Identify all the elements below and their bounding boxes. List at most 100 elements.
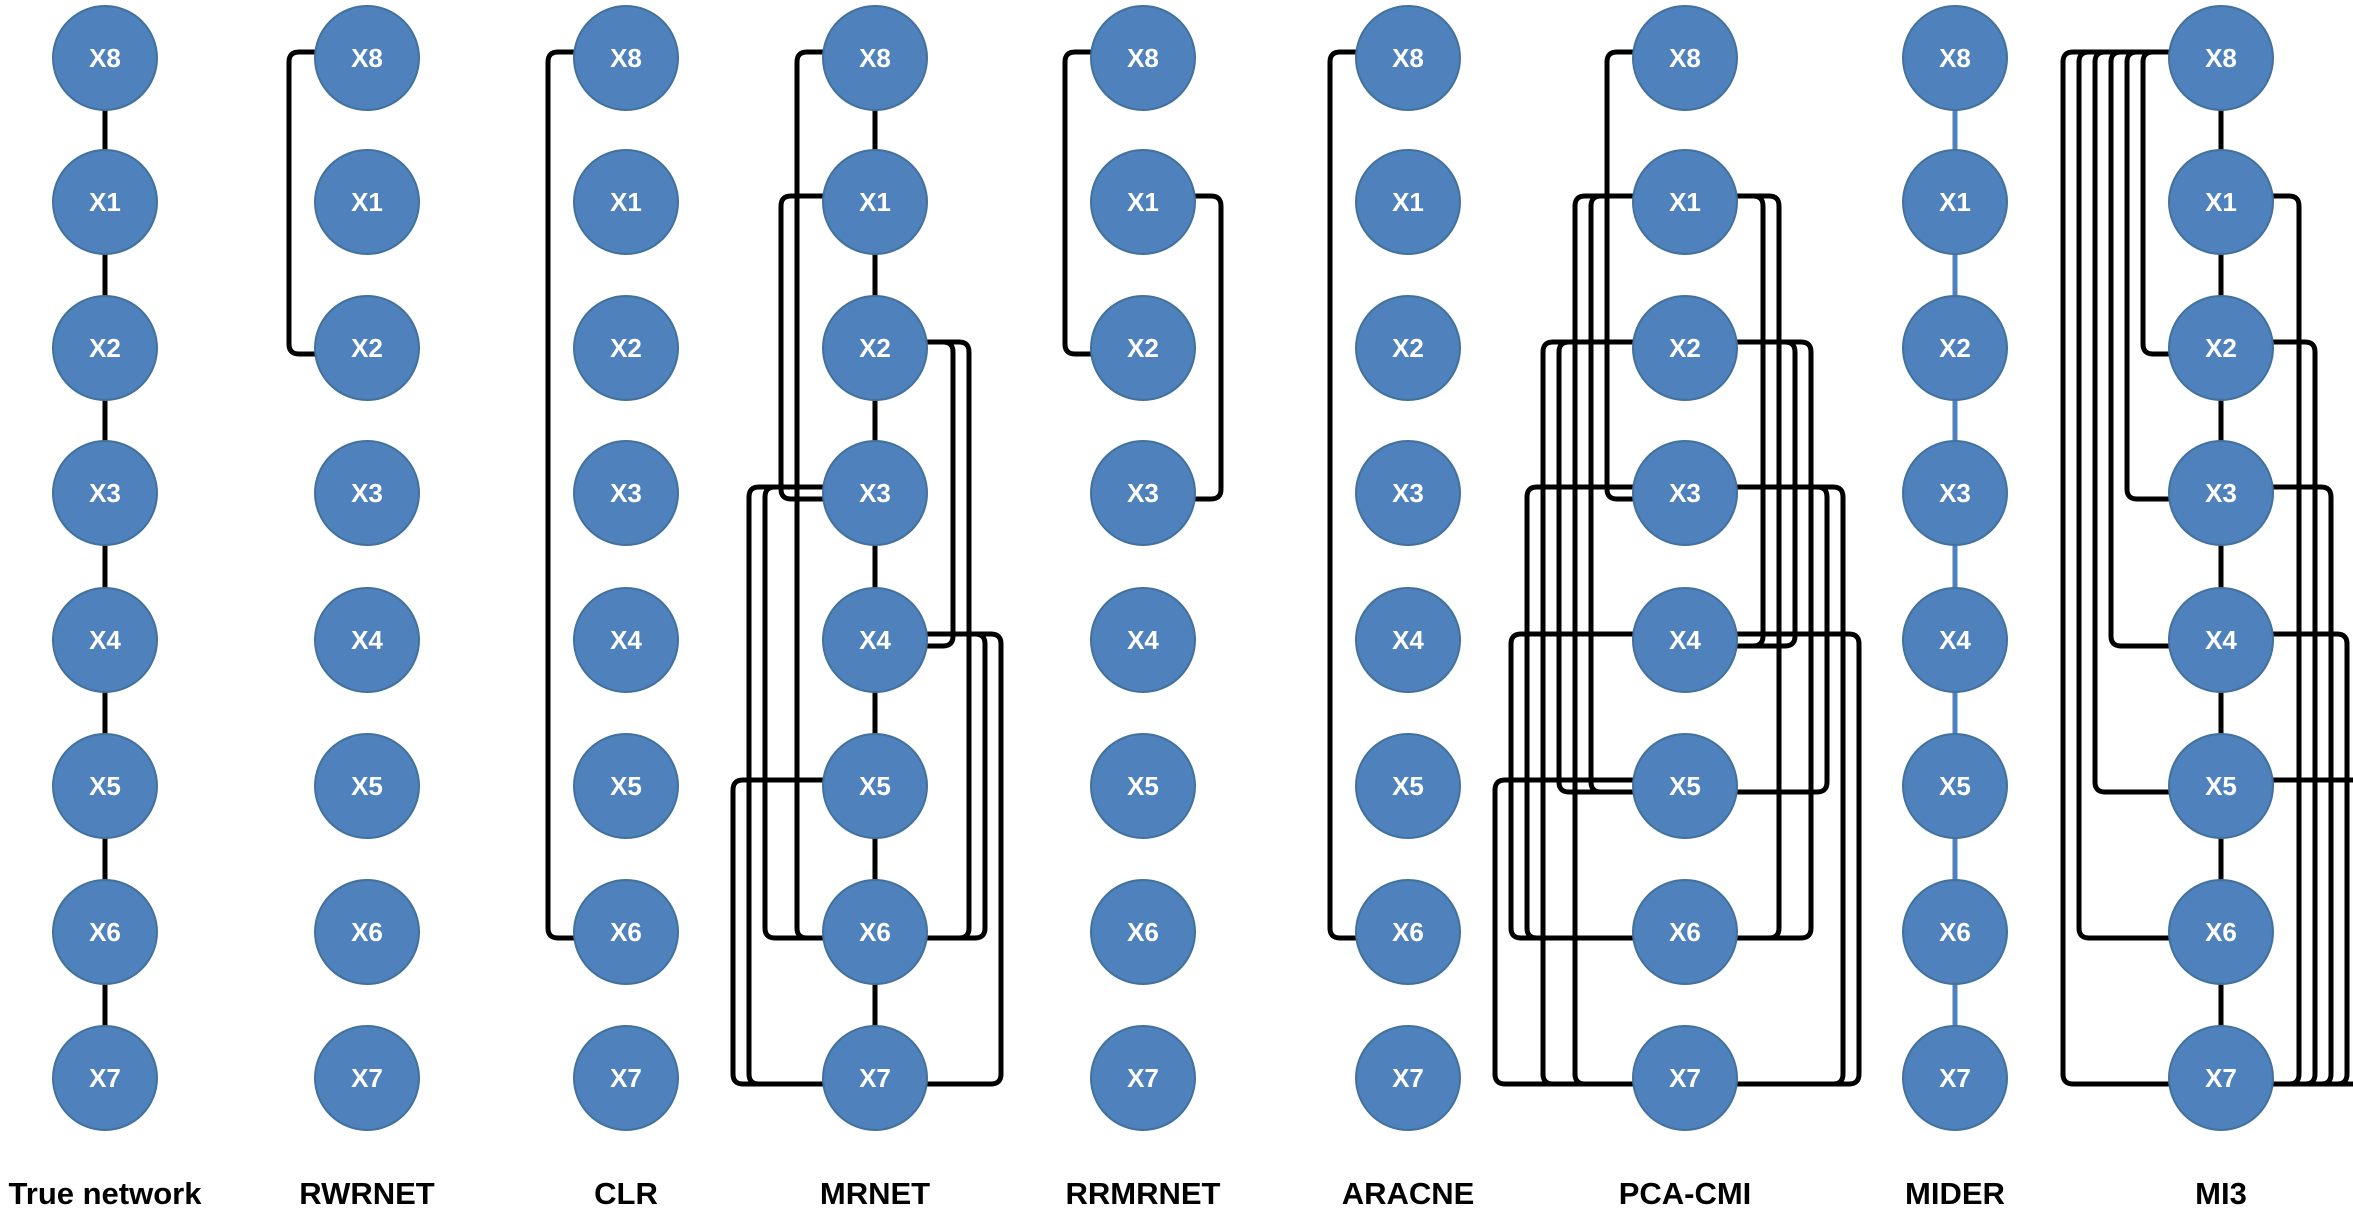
pca-cmi-node-x3: X3: [1632, 440, 1738, 546]
aracne-node-label-x5: X5: [1392, 771, 1424, 801]
mider-node-label-x4: X4: [1939, 625, 1971, 655]
clr-node-label-x6: X6: [610, 917, 642, 947]
true-network-node-circle-x2: [52, 295, 158, 401]
rrmrnet-node-circle-x2: [1090, 295, 1196, 401]
mider-node-x8: X8: [1902, 5, 2008, 111]
rrmrnet-node-label-x7: X7: [1127, 1063, 1159, 1093]
pca-cmi-title: PCA-CMI: [1619, 1176, 1752, 1211]
mi3-node-x8: X8: [2168, 5, 2274, 111]
mi3-node-x1: X1: [2168, 149, 2274, 255]
mider-node-x6: X6: [1902, 879, 2008, 985]
clr-node-x4: X4: [573, 587, 679, 693]
pca-cmi-node-label-x8: X8: [1669, 43, 1701, 73]
aracne-node-x1: X1: [1355, 149, 1461, 255]
clr-node-x8: X8: [573, 5, 679, 111]
rrmrnet-node-x6: X6: [1090, 879, 1196, 985]
mrnet-node-label-x5: X5: [859, 771, 891, 801]
rrmrnet-node-circle-x7: [1090, 1025, 1196, 1131]
pca-cmi-node-label-x2: X2: [1669, 333, 1701, 363]
pca-cmi-node-label-x6: X6: [1669, 917, 1701, 947]
pca-cmi-edge-x4-x7: [1726, 631, 1862, 1087]
pca-cmi-node-x1: X1: [1632, 149, 1738, 255]
clr-node-label-x4: X4: [610, 625, 642, 655]
mrnet-title: MRNET: [820, 1176, 930, 1211]
mrnet-node-x4: X4: [822, 587, 928, 693]
mrnet-node-label-x6: X6: [859, 917, 891, 947]
true-network-node-label-x6: X6: [89, 917, 121, 947]
mrnet-node-circle-x2: [822, 295, 928, 401]
aracne-node-label-x6: X6: [1392, 917, 1424, 947]
rwrnet-node-x5: X5: [314, 733, 420, 839]
mider-node-label-x7: X7: [1939, 1063, 1971, 1093]
mider-node-label-x2: X2: [1939, 333, 1971, 363]
mi3-node-circle-x4: [2168, 587, 2274, 693]
true-network-node-circle-x6: [52, 879, 158, 985]
mrnet-node-label-x8: X8: [859, 43, 891, 73]
rwrnet-node-label-x1: X1: [351, 187, 383, 217]
pca-cmi-node-label-x5: X5: [1669, 771, 1701, 801]
clr-title: CLR: [594, 1176, 658, 1211]
mi3-node-circle-x3: [2168, 440, 2274, 546]
edges-layer: [102, 49, 2353, 1087]
aracne-node-x7: X7: [1355, 1025, 1461, 1131]
mi3-node-circle-x6: [2168, 879, 2274, 985]
mider-node-label-x1: X1: [1939, 187, 1971, 217]
mider-node-x4: X4: [1902, 587, 2008, 693]
mider-node-x3: X3: [1902, 440, 2008, 546]
mi3-node-x2: X2: [2168, 295, 2274, 401]
aracne-title: ARACNE: [1342, 1176, 1475, 1211]
rwrnet-node-circle-x6: [314, 879, 420, 985]
aracne-node-x3: X3: [1355, 440, 1461, 546]
true-network-title: True network: [9, 1176, 203, 1211]
mrnet-edge-x5-x7: [730, 777, 834, 1087]
rwrnet-node-label-x8: X8: [351, 43, 383, 73]
mrnet-node-label-x7: X7: [859, 1063, 891, 1093]
rrmrnet-edge-x8-x2: [1062, 49, 1102, 357]
true-network-node-circle-x3: [52, 440, 158, 546]
clr-node-label-x7: X7: [610, 1063, 642, 1093]
mider-node-circle-x3: [1902, 440, 2008, 546]
mi3-edge-x8-x3: [2124, 49, 2180, 502]
aracne-node-circle-x6: [1355, 879, 1461, 985]
aracne-node-circle-x4: [1355, 587, 1461, 693]
mrnet-node-label-x4: X4: [859, 625, 891, 655]
rrmrnet-node-label-x4: X4: [1127, 625, 1159, 655]
true-network-node-circle-x5: [52, 733, 158, 839]
rwrnet-node-label-x3: X3: [351, 478, 383, 508]
clr-node-label-x1: X1: [610, 187, 642, 217]
true-network-node-x5: X5: [52, 733, 158, 839]
mider-title: MIDER: [1905, 1176, 2005, 1211]
mider-node-circle-x1: [1902, 149, 2008, 255]
pca-cmi-node-circle-x4: [1632, 587, 1738, 693]
pca-cmi-edge-x2-x5: [1556, 339, 1644, 795]
mi3-node-x7: X7: [2168, 1025, 2274, 1131]
rrmrnet-node-x2: X2: [1090, 295, 1196, 401]
mider-node-circle-x2: [1902, 295, 2008, 401]
aracne-node-x4: X4: [1355, 587, 1461, 693]
mrnet-node-circle-x1: [822, 149, 928, 255]
rwrnet-node-circle-x5: [314, 733, 420, 839]
rwrnet-node-label-x4: X4: [351, 625, 383, 655]
aracne-node-x6: X6: [1355, 879, 1461, 985]
rwrnet-node-x1: X1: [314, 149, 420, 255]
rrmrnet-node-label-x5: X5: [1127, 771, 1159, 801]
mi3-node-label-x6: X6: [2205, 917, 2237, 947]
rrmrnet-node-x1: X1: [1090, 149, 1196, 255]
mider-node-x2: X2: [1902, 295, 2008, 401]
aracne-node-x2: X2: [1355, 295, 1461, 401]
mider-node-circle-x6: [1902, 879, 2008, 985]
mi3-node-label-x2: X2: [2205, 333, 2237, 363]
rrmrnet-node-circle-x1: [1090, 149, 1196, 255]
aracne-node-circle-x8: [1355, 5, 1461, 111]
mi3-node-x3: X3: [2168, 440, 2274, 546]
mrnet-node-circle-x7: [822, 1025, 928, 1131]
aracne-node-label-x8: X8: [1392, 43, 1424, 73]
pca-cmi-node-x7: X7: [1632, 1025, 1738, 1131]
mrnet-node-circle-x4: [822, 587, 928, 693]
rwrnet-node-label-x7: X7: [351, 1063, 383, 1093]
mider-node-circle-x4: [1902, 587, 2008, 693]
mi3-edge-x2-x7: [2262, 339, 2318, 1087]
true-network-node-circle-x1: [52, 149, 158, 255]
